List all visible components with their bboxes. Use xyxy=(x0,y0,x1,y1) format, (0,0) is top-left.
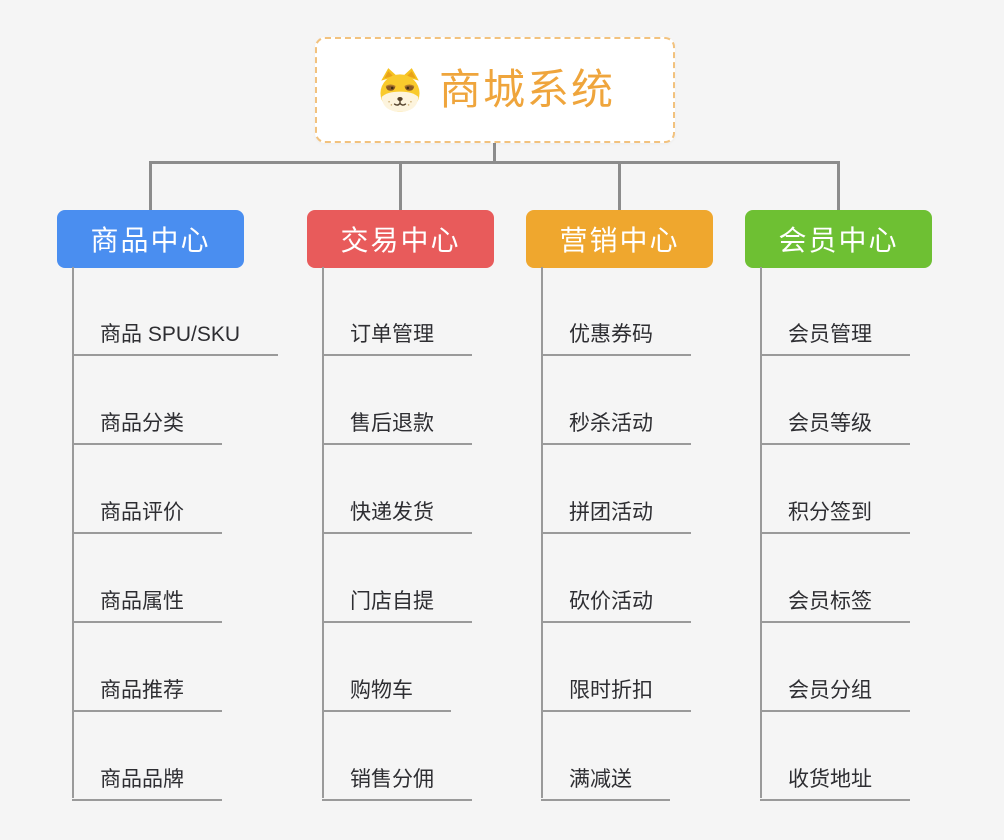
leaf-node[interactable]: 订单管理 xyxy=(322,267,472,356)
leaf-node[interactable]: 商品分类 xyxy=(72,356,222,445)
leaf-node[interactable]: 销售分佣 xyxy=(322,712,472,801)
branch-vertical-line xyxy=(541,267,543,798)
branch-children-trade-center: 订单管理 售后退款 快递发货 门店自提 购物车 销售分佣 xyxy=(322,267,472,801)
connector-branch-stub xyxy=(399,161,402,210)
connector-branch-stub xyxy=(149,161,152,210)
leaf-node[interactable]: 商品属性 xyxy=(72,534,222,623)
connector-branch-stub xyxy=(837,161,840,210)
branch-label: 会员中心 xyxy=(778,225,899,256)
branch-header-member-center[interactable]: 会员中心 xyxy=(745,210,932,268)
leaf-node[interactable]: 快递发货 xyxy=(322,445,472,534)
leaf-node[interactable]: 售后退款 xyxy=(322,356,472,445)
branch-header-marketing-center[interactable]: 营销中心 xyxy=(526,210,713,268)
leaf-node[interactable]: 收货地址 xyxy=(760,712,910,801)
connector-horizontal xyxy=(149,161,840,164)
branch-label: 交易中心 xyxy=(340,225,461,256)
leaf-node[interactable]: 会员分组 xyxy=(760,623,910,712)
leaf-node[interactable]: 优惠券码 xyxy=(541,267,691,356)
branch-header-product-center[interactable]: 商品中心 xyxy=(57,210,244,268)
leaf-node[interactable]: 砍价活动 xyxy=(541,534,691,623)
leaf-node[interactable]: 商品 SPU/SKU xyxy=(72,267,279,356)
leaf-node[interactable]: 商品评价 xyxy=(72,445,222,534)
leaf-node[interactable]: 商品推荐 xyxy=(72,623,222,712)
root-title: 商城系统 xyxy=(438,66,615,113)
leaf-node[interactable]: 限时折扣 xyxy=(541,623,691,712)
leaf-node[interactable]: 商品品牌 xyxy=(72,712,222,801)
leaf-node[interactable]: 积分签到 xyxy=(760,445,910,534)
leaf-node[interactable]: 会员管理 xyxy=(760,267,910,356)
leaf-node[interactable]: 购物车 xyxy=(322,623,451,712)
branch-children-member-center: 会员管理 会员等级 积分签到 会员标签 会员分组 收货地址 xyxy=(760,267,910,801)
branch-label: 商品中心 xyxy=(90,225,211,256)
leaf-node[interactable]: 拼团活动 xyxy=(541,445,691,534)
branch-children-product-center: 商品 SPU/SKU 商品分类 商品评价 商品属性 商品推荐 商品品牌 xyxy=(72,267,279,801)
branch-children-marketing-center: 优惠券码 秒杀活动 拼团活动 砍价活动 限时折扣 满减送 xyxy=(541,267,691,801)
leaf-node[interactable]: 秒杀活动 xyxy=(541,356,691,445)
leaf-node[interactable]: 会员等级 xyxy=(760,356,910,445)
root-node[interactable]: 商城系统 xyxy=(315,37,675,143)
branch-vertical-line xyxy=(760,267,762,798)
branch-vertical-line xyxy=(72,267,74,798)
leaf-node[interactable]: 满减送 xyxy=(541,712,670,801)
leaf-node[interactable]: 会员标签 xyxy=(760,534,910,623)
connector-root-stub xyxy=(493,143,496,164)
branch-header-trade-center[interactable]: 交易中心 xyxy=(307,210,494,268)
connector-branch-stub xyxy=(618,161,621,210)
leaf-node[interactable]: 门店自提 xyxy=(322,534,472,623)
dog-face-icon xyxy=(380,68,420,112)
branch-label: 营销中心 xyxy=(559,225,680,256)
branch-vertical-line xyxy=(322,267,324,798)
